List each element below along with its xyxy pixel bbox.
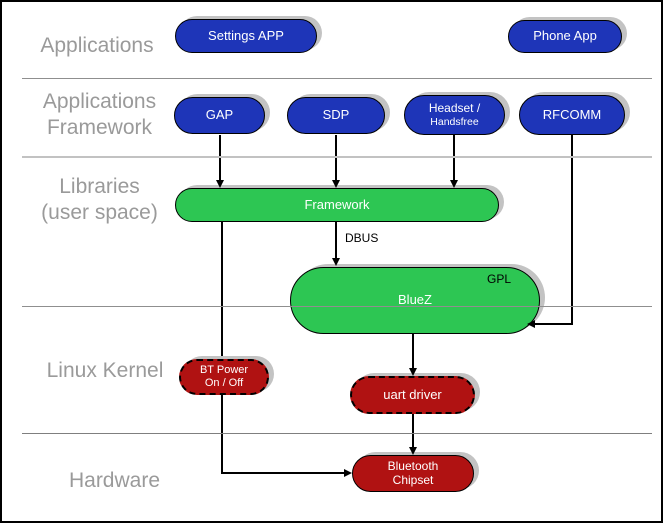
node-label-line1: BT Power bbox=[199, 364, 249, 377]
layer-label-app-framework: Applications Framework bbox=[42, 90, 157, 139]
node-label: BlueZ bbox=[398, 292, 432, 308]
divider-kernel-hardware bbox=[22, 433, 652, 434]
edge-uart-chipset bbox=[412, 414, 414, 448]
node-bluetooth-chipset: Bluetooth Chipset bbox=[352, 455, 474, 492]
layer-label-applications: Applications bbox=[40, 34, 154, 57]
node-label: Phone App bbox=[533, 28, 597, 44]
node-label-line1: Headset / bbox=[428, 101, 481, 116]
arrowhead-sdp-framework bbox=[331, 180, 340, 188]
node-label-line2: On / Off bbox=[204, 377, 244, 389]
edge-rfcomm-bluez-vertical bbox=[571, 135, 573, 325]
edge-gap-framework bbox=[219, 135, 221, 182]
divider-libraries-kernel bbox=[22, 306, 652, 307]
arrowhead-gap-framework bbox=[215, 180, 224, 188]
node-gap: GAP bbox=[174, 97, 265, 134]
arrowhead-uart-chipset bbox=[408, 447, 417, 455]
arrowhead-headset-framework bbox=[449, 180, 458, 188]
node-label: RFCOMM bbox=[542, 106, 602, 122]
node-bluez: GPL BlueZ bbox=[290, 267, 540, 334]
edge-headset-framework bbox=[453, 135, 455, 182]
node-label: Framework bbox=[304, 196, 370, 212]
arrowhead-framework-bluez bbox=[331, 258, 340, 266]
node-bt-power: BT Power On / Off bbox=[179, 359, 269, 395]
node-sdp: SDP bbox=[287, 97, 385, 134]
gpl-license-tag: GPL bbox=[486, 272, 511, 286]
node-label-line2: Handsfree bbox=[430, 115, 479, 128]
edge-framework-chipset-vertical bbox=[221, 222, 223, 474]
node-rfcomm: RFCOMM bbox=[519, 95, 625, 135]
edge-framework-bluez bbox=[335, 222, 337, 260]
edge-rfcomm-bluez-horizontal bbox=[535, 323, 573, 325]
layer-label-libraries: Libraries (user space) bbox=[41, 175, 158, 224]
node-uart-driver: uart driver bbox=[350, 376, 475, 414]
node-label: SDP bbox=[322, 107, 350, 123]
node-label: Settings APP bbox=[208, 27, 284, 43]
layer-label-linux-kernel: Linux Kernel bbox=[46, 359, 164, 382]
arrowhead-rfcomm-bluez bbox=[527, 319, 535, 328]
node-label-line2: Chipset bbox=[392, 472, 434, 487]
edge-label-dbus: DBUS bbox=[343, 231, 381, 245]
arrowhead-framework-chipset bbox=[344, 468, 352, 477]
node-label: uart driver bbox=[383, 386, 442, 402]
arrowhead-bluez-uart bbox=[408, 368, 417, 376]
layer-label-hardware: Hardware bbox=[68, 469, 161, 492]
edge-framework-chipset-horizontal bbox=[221, 472, 345, 474]
node-label-line1: Bluetooth bbox=[387, 458, 439, 473]
divider-framework-libraries bbox=[22, 156, 652, 158]
node-label: GAP bbox=[205, 107, 234, 123]
node-settings-app: Settings APP bbox=[175, 19, 317, 53]
node-phone-app: Phone App bbox=[508, 20, 622, 53]
node-framework: Framework bbox=[175, 188, 499, 222]
node-headset-handsfree: Headset / Handsfree bbox=[404, 95, 505, 135]
edge-bluez-uart bbox=[412, 334, 414, 370]
divider-applications-framework bbox=[22, 78, 652, 79]
edge-sdp-framework bbox=[335, 135, 337, 182]
